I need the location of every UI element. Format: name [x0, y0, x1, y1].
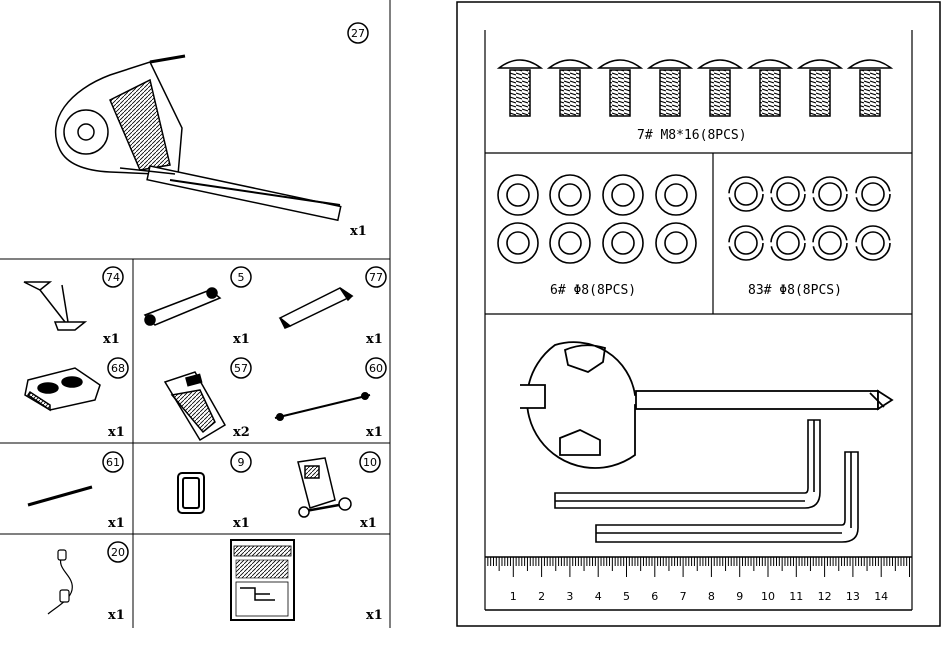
part-10-id: 10 [363, 456, 377, 469]
bolts-label: 7# M8*16(8PCS) [637, 128, 747, 143]
part-9-pad [178, 473, 204, 513]
ruler-label: 14 [874, 590, 888, 603]
part-5-id: 5 [238, 271, 245, 284]
bolt [749, 60, 791, 116]
part-27-main-frame [56, 56, 341, 220]
part-61-qty: x1 [108, 516, 125, 531]
part-68-qty: x1 [108, 425, 125, 440]
part-68-console [25, 368, 100, 410]
part-57-qty: x2 [233, 425, 250, 440]
part-20-cable [48, 550, 72, 614]
ruler-label: 8 [708, 590, 715, 603]
part-57-id: 57 [234, 362, 248, 375]
part-27-id: 27 [351, 27, 365, 40]
bolts-group [499, 60, 891, 116]
bolt [599, 60, 641, 116]
flat-washers-label: 6# Φ8(8PCS) [550, 283, 636, 298]
part-57-pedal [165, 372, 225, 440]
ruler-label: 12 [818, 590, 832, 603]
part-9-id: 9 [238, 456, 245, 469]
part-74-bracket [24, 282, 85, 330]
bolt [849, 60, 891, 116]
part-20-qty: x1 [108, 608, 125, 623]
part-5-qty: x1 [233, 332, 250, 347]
ruler-label: 2 [538, 590, 545, 603]
bolt [799, 60, 841, 116]
flat-washers-group [498, 175, 696, 263]
spring-washers-group [729, 177, 890, 260]
ruler-label: 7 [680, 590, 687, 603]
part-77-id: 77 [369, 271, 383, 284]
wrench-tool [520, 342, 892, 468]
part-60-rod [275, 393, 370, 420]
part-9-qty: x1 [233, 516, 250, 531]
part-74-id: 74 [106, 271, 120, 284]
ruler-label: 1 [510, 590, 517, 603]
ruler-label: 6 [651, 590, 658, 603]
ruler-ticks [485, 557, 910, 577]
hardware-pack-qty: x1 [366, 608, 383, 623]
ruler-label: 11 [789, 590, 803, 603]
part-77-qty: x1 [366, 332, 383, 347]
ruler-label: 10 [761, 590, 775, 603]
part-61-id: 61 [106, 456, 120, 469]
ruler-label: 4 [595, 590, 602, 603]
ruler-label: 9 [736, 590, 743, 603]
bolt [699, 60, 741, 116]
ruler-label: 13 [846, 590, 860, 603]
bolt [499, 60, 541, 116]
part-60-id: 60 [369, 362, 383, 375]
part-27-qty: x1 [350, 224, 367, 239]
part-5-bar [145, 288, 220, 325]
bolt [649, 60, 691, 116]
part-68-id: 68 [111, 362, 125, 375]
part-61-rod [28, 487, 92, 505]
part-20-id: 20 [111, 546, 125, 559]
part-77-bar [280, 288, 352, 328]
part-74-qty: x1 [103, 332, 120, 347]
hardware-pack-card [231, 540, 294, 620]
ruler-label: 5 [623, 590, 630, 603]
part-10-bracket [298, 458, 351, 517]
spring-washers-label: 83# Φ8(8PCS) [748, 283, 842, 298]
part-60-qty: x1 [366, 425, 383, 440]
part-10-qty: x1 [360, 516, 377, 531]
ruler-label: 3 [566, 590, 573, 603]
bolt [549, 60, 591, 116]
